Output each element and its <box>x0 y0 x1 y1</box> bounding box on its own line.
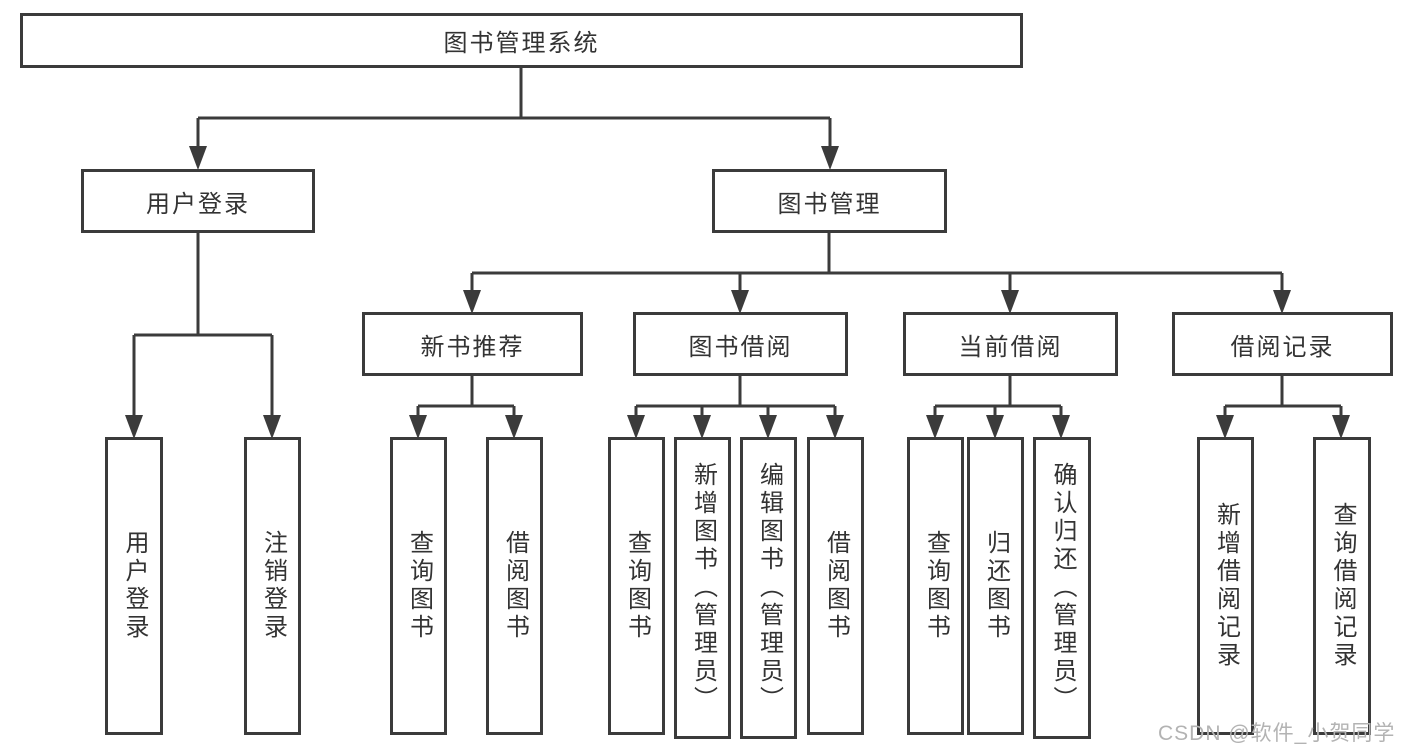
leaf-current-return-books: 归还图书 <box>967 437 1024 735</box>
leaf-borrow-add-books-admin: 新增图书（管理员） <box>674 437 731 739</box>
node-root: 图书管理系统 <box>20 13 1023 68</box>
leaf-newbook-borrow-books: 借阅图书 <box>486 437 543 735</box>
leaf-records-query-record: 查询借阅记录 <box>1313 437 1371 735</box>
node-new-book-recommend: 新书推荐 <box>362 312 583 376</box>
leaf-borrow-query-books: 查询图书 <box>608 437 665 735</box>
node-book-borrow: 图书借阅 <box>633 312 848 376</box>
leaf-borrow-borrow-books: 借阅图书 <box>807 437 864 735</box>
node-borrow-records: 借阅记录 <box>1172 312 1393 376</box>
node-current-borrow: 当前借阅 <box>903 312 1118 376</box>
leaf-current-confirm-return-admin: 确认归还（管理员） <box>1033 437 1091 739</box>
node-book-management: 图书管理 <box>712 169 947 233</box>
leaf-borrow-edit-books-admin: 编辑图书（管理员） <box>740 437 797 739</box>
leaf-newbook-query-books: 查询图书 <box>390 437 447 735</box>
leaf-user-login: 用户登录 <box>105 437 163 735</box>
leaf-current-query-books: 查询图书 <box>907 437 964 735</box>
leaf-logout: 注销登录 <box>244 437 301 735</box>
arrowheads <box>125 146 1350 439</box>
leaf-records-add-record: 新增借阅记录 <box>1197 437 1254 735</box>
watermark-text: CSDN @软件_小贺同学 <box>1158 722 1396 745</box>
node-user-login: 用户登录 <box>81 169 315 233</box>
